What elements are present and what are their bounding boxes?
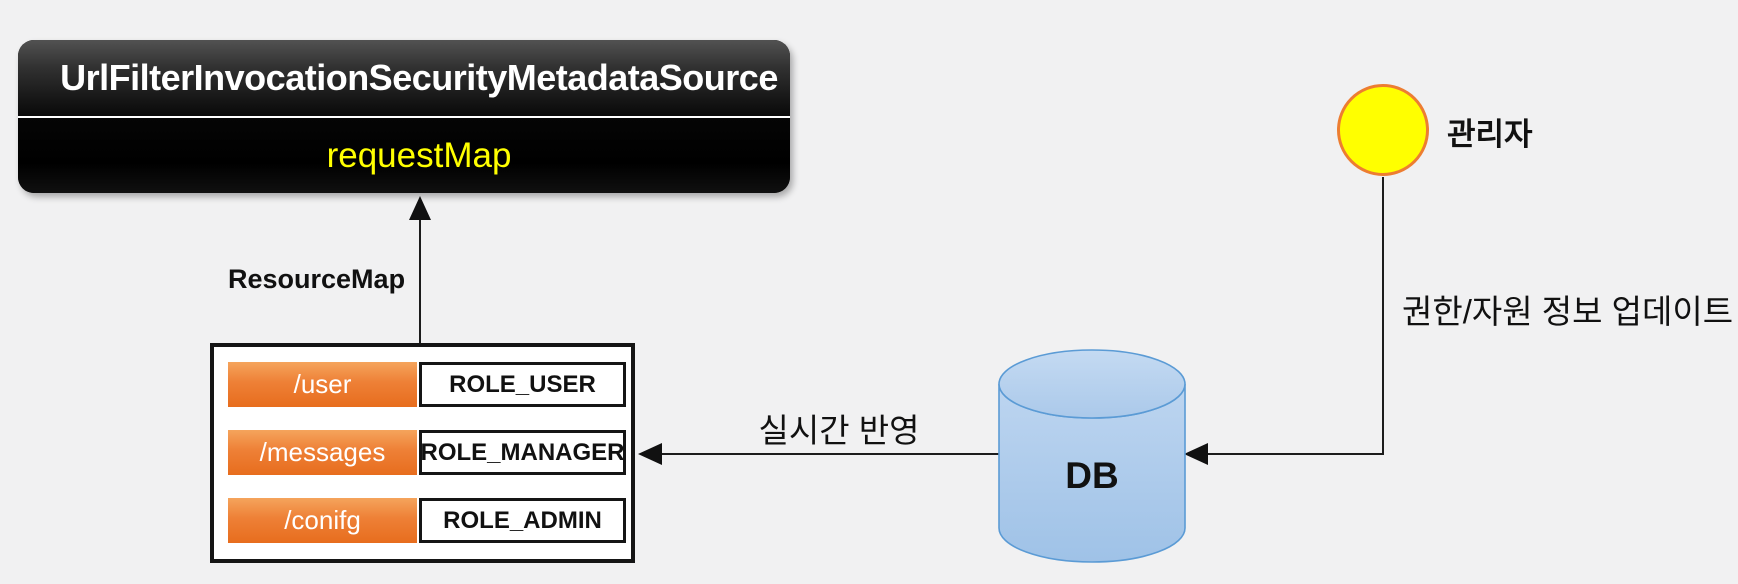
realtime-arrow <box>638 443 999 465</box>
role-cell: ROLE_ADMIN <box>419 498 626 543</box>
metadata-source-divider <box>18 116 790 118</box>
resource-map-table: /user ROLE_USER /messages ROLE_MANAGER /… <box>210 343 635 563</box>
table-row: /user ROLE_USER <box>228 362 626 407</box>
db-cylinder <box>998 349 1186 563</box>
role-cell: ROLE_MANAGER <box>419 430 626 475</box>
update-arrow <box>1184 177 1384 465</box>
db-label: DB <box>1065 455 1119 496</box>
admin-actor-circle <box>1337 84 1429 176</box>
url-cell: /user <box>228 362 417 407</box>
arrowhead-left-icon <box>638 443 662 465</box>
url-cell: /messages <box>228 430 417 475</box>
admin-label: 관리자 <box>1447 117 1533 152</box>
metadata-source-box: UrlFilterInvocationSecurityMetadataSourc… <box>18 40 790 193</box>
role-cell: ROLE_USER <box>419 362 626 407</box>
resourcemap-label: ResourceMap <box>228 264 406 294</box>
requestmap-field: requestMap <box>18 118 790 193</box>
requestmap-arrow <box>409 196 431 344</box>
url-cell: /conifg <box>228 498 417 543</box>
table-row: /conifg ROLE_ADMIN <box>228 498 626 543</box>
arrowhead-left-icon <box>1184 443 1208 465</box>
table-row: /messages ROLE_MANAGER <box>228 430 626 475</box>
arrowhead-up-icon <box>409 196 431 220</box>
realtime-flow-label: 실시간 반영 <box>758 412 920 449</box>
metadata-source-title: UrlFilterInvocationSecurityMetadataSourc… <box>18 40 790 116</box>
update-flow-label: 권한/자원 정보 업데이트 <box>1402 293 1734 330</box>
requestmap-field-label: requestMap <box>326 135 512 175</box>
